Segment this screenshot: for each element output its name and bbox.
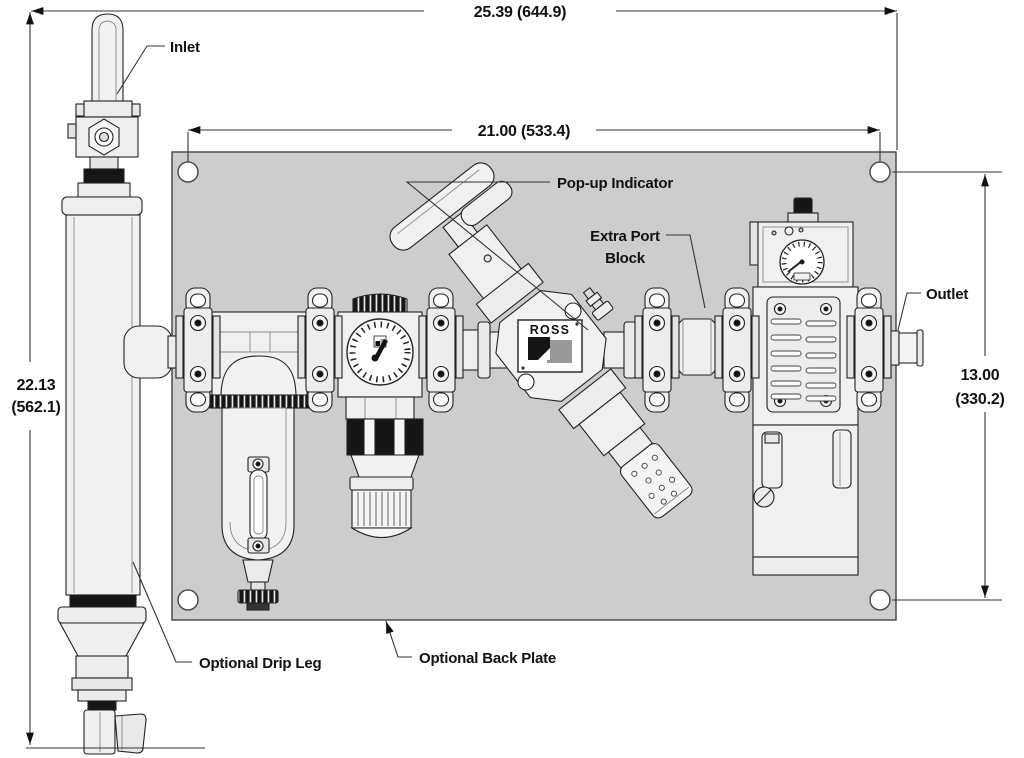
label-popup-indicator: Pop-up Indicator [405, 175, 674, 331]
dim-plate-height-mm: (330.2) [955, 391, 1004, 408]
dim-overall-height-in: 22.13 [16, 377, 55, 394]
regulator-knob [349, 476, 414, 538]
mounting-hole [869, 589, 891, 611]
drip-leg-label-text: Optional Drip Leg [199, 655, 321, 672]
dim-overall-width-text: 25.39 (644.9) [474, 4, 567, 21]
safety-valve-unit [749, 197, 924, 576]
dim-overall-height: 22.13 (562.1) [11, 12, 205, 749]
popup-indicator-label-text: Pop-up Indicator [557, 175, 673, 192]
outlet-label-text: Outlet [926, 286, 968, 303]
inlet-label-text: Inlet [170, 39, 200, 56]
mounting-hole [177, 161, 199, 183]
air-filter [209, 311, 310, 611]
drip-leg [57, 196, 189, 755]
drip-leg-drain-valve [83, 709, 147, 755]
vent-panel [766, 296, 841, 413]
valve-gauge [779, 239, 825, 285]
lockout-valve: ROSS [389, 162, 693, 519]
extra-port-label-line2: Block [605, 250, 646, 267]
dim-overall-height-mm: (562.1) [11, 399, 60, 416]
inlet-shutoff-valve [67, 13, 141, 198]
extra-port-label-line1: Extra Port [590, 228, 660, 245]
label-outlet: Outlet [897, 286, 969, 331]
dim-plate-height-in: 13.00 [960, 367, 999, 384]
label-optional-back-plate: Optional Back Plate [385, 620, 556, 667]
ross-brand-text: ROSS [530, 323, 571, 337]
dim-plate-height: 13.00 (330.2) [892, 171, 1005, 601]
sight-glass [247, 456, 270, 554]
dim-overall-width: 25.39 (644.9) [31, 4, 898, 150]
regulator [333, 293, 429, 538]
back-plate-label-text: Optional Back Plate [419, 650, 556, 667]
dim-plate-width: 21.00 (533.4) [187, 123, 881, 162]
filter-head [211, 311, 308, 398]
inlet-valve-handle [91, 13, 124, 107]
ross-logo: ROSS [517, 319, 583, 373]
filter-drain [237, 559, 279, 611]
regulator-gauge [346, 318, 414, 386]
mounting-hole [869, 161, 891, 183]
label-optional-drip-leg: Optional Drip Leg [132, 561, 322, 672]
label-inlet: Inlet [116, 39, 200, 95]
label-extra-port-block: Extra Port Block [590, 228, 706, 309]
silencer [619, 443, 693, 519]
filter-bowl [221, 407, 295, 561]
tee-fitting [123, 325, 173, 379]
mounting-hole [177, 589, 199, 611]
dim-plate-width-text: 21.00 (533.4) [478, 123, 571, 140]
popup-indicator-fitting [582, 287, 614, 321]
